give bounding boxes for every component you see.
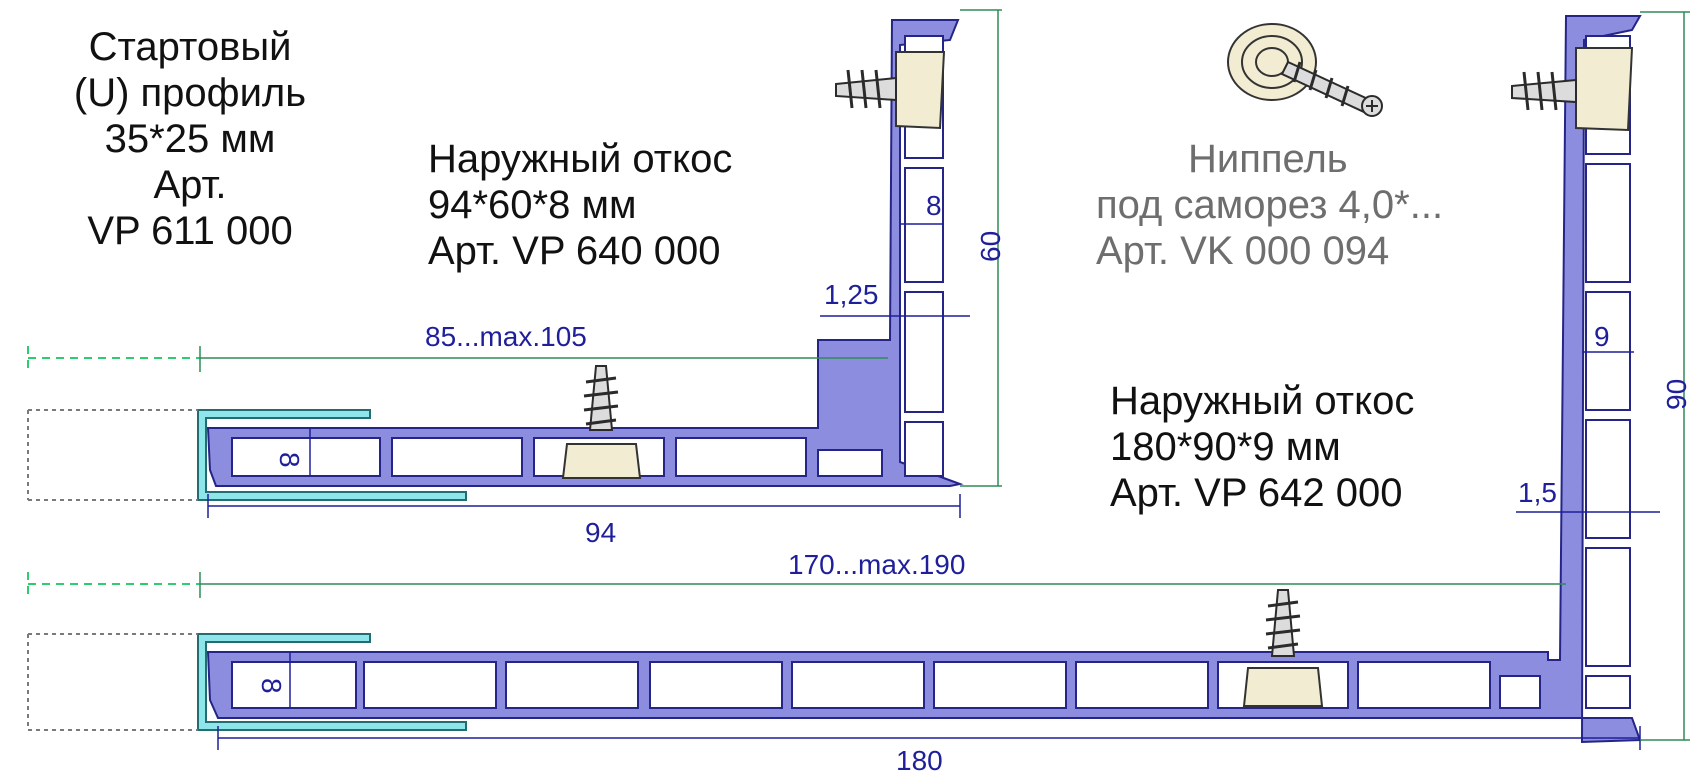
u-profile-line2: (U) профиль xyxy=(73,71,307,115)
large-slope-line1: Наружный откос xyxy=(1110,379,1415,423)
large-width-line xyxy=(217,726,1641,750)
large-cavity xyxy=(1585,675,1631,709)
dim-large-width: 180 xyxy=(896,745,943,776)
dim-large-wall-15: 1,5 xyxy=(1518,477,1557,508)
dim-large-height: 90 xyxy=(1661,379,1692,410)
dim-large-span: 170...max.190 xyxy=(788,549,965,580)
u-profile-hidden xyxy=(27,409,198,501)
small-height-line xyxy=(960,9,1002,487)
large-height-line xyxy=(1640,11,1690,741)
large-cavity xyxy=(1585,419,1631,539)
large-cavity xyxy=(505,661,639,709)
small-nipple-side xyxy=(835,51,946,130)
small-slope-line2: 94*60*8 мм xyxy=(428,183,637,227)
small-cavity xyxy=(904,421,944,477)
u-profile-shape xyxy=(197,409,467,501)
u-profile-line5: VP 611 000 xyxy=(87,209,293,253)
large-cavity xyxy=(363,661,497,709)
dim-small-height: 60 xyxy=(975,231,1006,262)
large-cavity xyxy=(1075,661,1209,709)
small-slope-line1: Наружный откос xyxy=(428,137,733,181)
small-cavity xyxy=(817,449,883,477)
dim-large-base-8: 8 xyxy=(256,678,287,694)
u-profile-shape xyxy=(197,633,467,731)
small-slope-label: Наружный откос 94*60*8 мм Арт. VP 640 00… xyxy=(428,136,732,274)
dim-large-wall-9: 9 xyxy=(1594,321,1610,352)
large-slope-line2: 180*90*9 мм xyxy=(1110,425,1341,469)
dim-small-wall-8: 8 xyxy=(926,190,942,221)
small-cavity xyxy=(675,437,807,477)
large-slope-label: Наружный откос 180*90*9 мм Арт. VP 642 0… xyxy=(1110,378,1414,516)
small-cavity xyxy=(904,291,944,413)
large-cavity xyxy=(791,661,925,709)
u-profile-line1: Стартовый xyxy=(88,25,292,69)
large-u-profile xyxy=(27,633,467,731)
small-nipple-bottom xyxy=(561,365,642,479)
large-dimensions: 9 1,5 170...max.190 180 90 8 xyxy=(27,11,1692,776)
nipple-icon xyxy=(895,51,946,130)
small-u-profile xyxy=(27,409,467,501)
nipple-illustration xyxy=(1227,23,1383,117)
large-cavity xyxy=(231,661,357,709)
large-cavity xyxy=(1585,291,1631,411)
large-slope-line3: Арт. VP 642 000 xyxy=(1110,471,1403,515)
nipple-icon xyxy=(1575,47,1634,132)
dim-small-base-8: 8 xyxy=(274,452,305,468)
nipple-icon xyxy=(561,443,642,479)
screw-icon xyxy=(1511,78,1577,104)
u-profile-line4: Арт. xyxy=(153,163,227,207)
small-slope-line3: Арт. VP 640 000 xyxy=(428,229,721,273)
u-profile-label: Стартовый (U) профиль 35*25 мм Арт. VP 6… xyxy=(60,24,320,254)
dim-small-width: 94 xyxy=(585,517,616,548)
small-span-line xyxy=(199,346,888,372)
dim-small-span: 85...max.105 xyxy=(425,321,587,352)
u-profile-hidden xyxy=(27,633,198,731)
large-cavity xyxy=(1499,675,1541,709)
large-span-extension xyxy=(27,572,200,598)
nipple-line2: под саморез 4,0*... xyxy=(1096,183,1444,227)
nipple-line3: Арт. VK 000 094 xyxy=(1096,229,1390,273)
small-width-line xyxy=(207,494,961,518)
nipple-label: Ниппель под саморез 4,0*... Арт. VK 000 … xyxy=(1096,136,1443,274)
small-dimensions: 8 1,25 85...max.105 94 60 8 xyxy=(27,9,1006,548)
nipple-line1: Ниппель xyxy=(1188,137,1348,181)
small-cavity xyxy=(231,437,381,477)
large-cavity xyxy=(649,661,783,709)
large-span-line xyxy=(199,572,1566,598)
large-nipple-side xyxy=(1511,47,1634,132)
nipple-icon xyxy=(1242,667,1324,707)
small-cavity xyxy=(904,167,944,283)
small-cavity xyxy=(391,437,523,477)
dim-small-wall-125: 1,25 xyxy=(824,279,879,310)
large-nipple-bottom xyxy=(1242,589,1324,707)
large-cavity xyxy=(1357,661,1491,709)
large-cavity xyxy=(933,661,1067,709)
small-span-extension xyxy=(27,346,200,372)
u-profile-line3: 35*25 мм xyxy=(104,117,276,161)
large-cavity xyxy=(1585,547,1631,667)
large-cavity xyxy=(1585,163,1631,283)
